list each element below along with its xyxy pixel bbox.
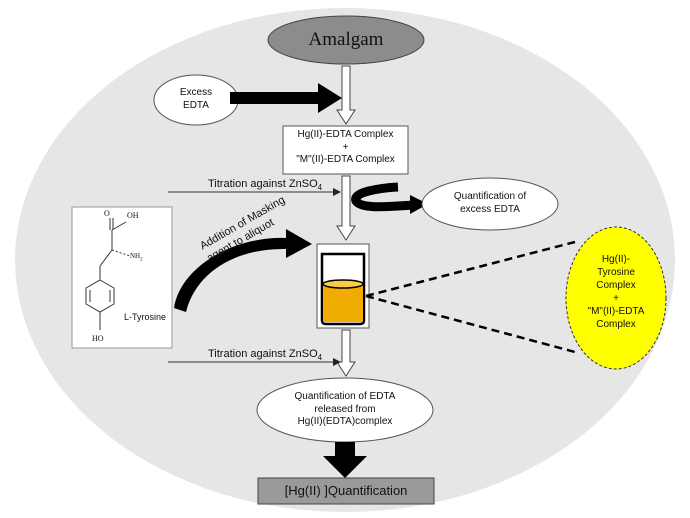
complex-line-2: +	[342, 141, 349, 153]
released-quant-label: Quantification of EDTA released from Hg(…	[257, 391, 433, 429]
curved-arrow-to-excess-quant	[351, 182, 417, 212]
amalgam-node	[267, 15, 425, 65]
excess-quant-label: Quantification of excess EDTA	[422, 191, 558, 216]
released-line-1: Quantification of EDTA	[294, 391, 396, 402]
titration-text-1: Titration against ZnSO	[208, 178, 318, 190]
released-line-2: released from	[314, 403, 376, 415]
complex-line-1: Hg(II)-EDTA Complex	[297, 129, 394, 140]
curved-arrow-head	[410, 195, 428, 214]
molecule-carbonyl: O	[104, 209, 110, 218]
arrow-to-final	[323, 442, 367, 478]
yellow-line-4: +	[613, 293, 619, 304]
yellow-line-1: Hg(II)-	[601, 254, 631, 265]
yellow-complex-node	[565, 226, 667, 370]
yellow-line-2: Tyrosine	[597, 267, 635, 278]
excess-edta-line-1: Excess	[179, 87, 213, 98]
titration-label-2: Titration against ZnSO4	[208, 348, 322, 363]
excess-edta-label: Excess EDTA	[156, 87, 236, 112]
arrow-excess-edta	[230, 83, 342, 113]
dashed-line-upper	[365, 240, 576, 298]
yellow-line-3: Complex	[596, 280, 636, 291]
beaker-liquid	[323, 284, 363, 322]
excess-quant-node	[421, 177, 559, 231]
molecule-phenol: HO	[92, 334, 104, 343]
amine-sub: 2	[140, 257, 143, 263]
amalgam-label: Amalgam	[308, 29, 384, 50]
arrow-beaker-to-released	[336, 329, 356, 377]
titration-label-1: Titration against ZnSO4	[208, 178, 322, 193]
dashed-line-lower	[365, 294, 576, 354]
titration-sub-1: 4	[317, 183, 323, 193]
molecule-amine: NH2	[130, 252, 143, 264]
beaker	[316, 243, 370, 329]
complex-box	[282, 125, 409, 175]
arrow-amalgam-to-complex	[336, 65, 356, 125]
titration-text-2: Titration against ZnSO	[208, 348, 318, 360]
masking-arrow	[174, 229, 312, 312]
final-label: [Hg(II) ]Quantification	[284, 483, 408, 498]
yellow-line-6: Complex	[596, 319, 636, 330]
released-line-3: Hg(II)(EDTA)complex	[297, 416, 393, 427]
tyrosine-structure	[85, 218, 131, 330]
excess-edta-line-2: EDTA	[183, 99, 209, 111]
amine-text: NH	[130, 252, 141, 260]
final-box	[257, 477, 435, 505]
complex-box-label: Hg(II)-EDTA Complex + "M"(II)-EDTA Compl…	[283, 129, 408, 167]
molecule-oh-acid: OH	[127, 211, 139, 220]
yellow-ellipse-label: Hg(II)- Tyrosine Complex + "M"(II)-EDTA …	[566, 253, 666, 331]
arrow-complex-to-beaker	[336, 175, 356, 241]
complex-line-3: "M"(II)-EDTA Complex	[296, 154, 395, 165]
tyrosine-box	[71, 206, 173, 349]
yellow-line-5: "M"(II)-EDTA	[587, 306, 645, 317]
titration-sub-2: 4	[317, 353, 323, 363]
excess-quant-line-2: excess EDTA	[460, 203, 520, 215]
tyrosine-label: L-Tyrosine	[124, 312, 167, 322]
excess-quant-line-1: Quantification of	[453, 191, 527, 202]
